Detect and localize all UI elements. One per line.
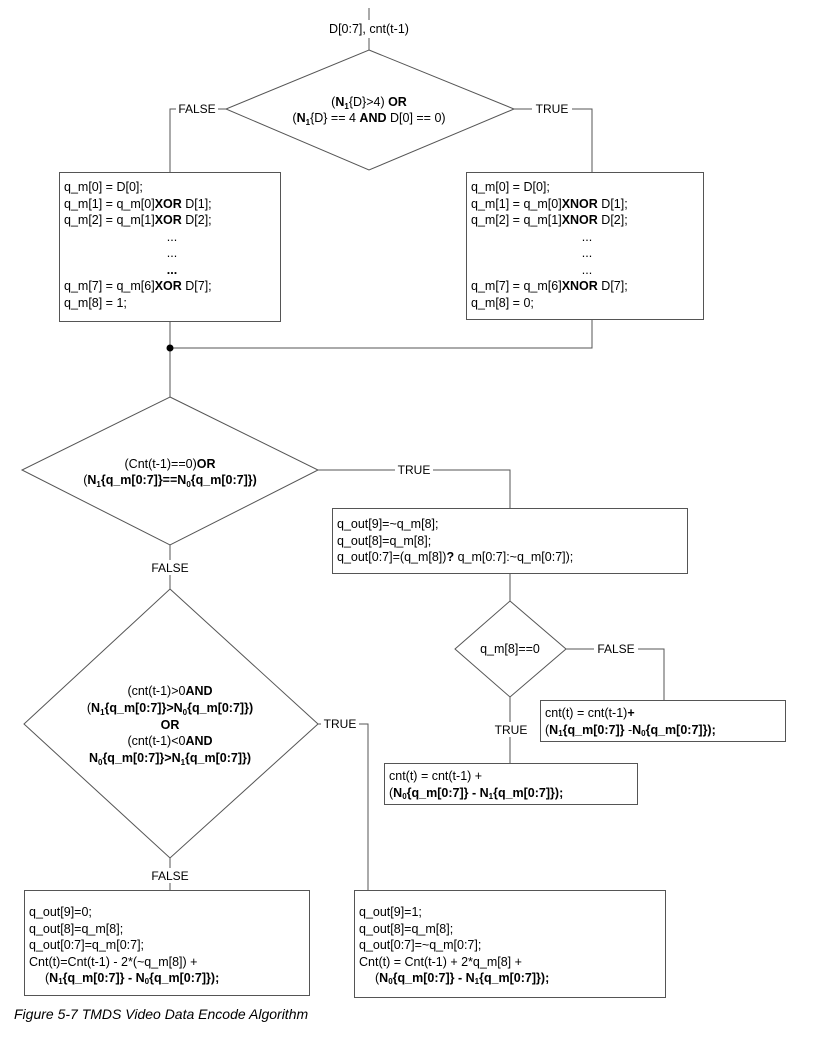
cnt-false-line-2: (N1{q_m[0:7]} -N0{q_m[0:7]}); <box>545 722 716 738</box>
decision-1-line-1: (N1{D}>4) OR <box>331 95 407 111</box>
invert-line-1: q_out[9]=~q_m[8]; <box>337 517 439 531</box>
decision-1-diamond <box>224 49 516 171</box>
decision-3-diamond <box>454 600 567 698</box>
final-false-box: q_out[9]=0; q_out[8]=q_m[8]; q_out[0:7]=… <box>24 890 310 996</box>
xnor-line-2: q_m[2] = q_m[1]XNOR D[2]; <box>471 213 628 227</box>
decision-4-line-5: N0{q_m[0:7]}>N1{q_m[0:7]}) <box>89 751 251 767</box>
invert-line-2: q_out[8]=q_m[8]; <box>337 533 432 548</box>
final-false-line-2: q_out[8]=q_m[8]; <box>29 921 124 936</box>
xnor-line-1: q_m[1] = q_m[0]XNOR D[1]; <box>471 196 628 211</box>
input-label: D[0:7], cnt(t-1) <box>329 22 409 36</box>
xnor-line-0: q_m[0] = D[0]; <box>471 180 550 194</box>
xor-line-1: q_m[1] = q_m[0]XOR D[1]; <box>64 196 212 211</box>
xor-ellipsis-3: ... <box>166 262 178 277</box>
final-true-box: q_out[9]=1; q_out[8]=q_m[8]; q_out[0:7]=… <box>354 890 666 998</box>
final-true-line-5: (N0{q_m[0:7]} - N1{q_m[0:7]}); <box>375 971 550 986</box>
final-true-line-4: Cnt(t) = Cnt(t-1) + 2*q_m[8] + <box>359 954 522 969</box>
decision-4-line-4: (cnt(t-1)<0AND <box>127 734 212 748</box>
decision-2-true-label: TRUE <box>398 463 431 477</box>
merge-junction-dot <box>166 344 174 352</box>
decision-2-line-2: (N1{q_m[0:7]}==N0{q_m[0:7]}) <box>83 473 257 489</box>
final-true-line-3: q_out[0:7]=~q_m[0:7]; <box>359 938 482 952</box>
decision-4-diamond <box>23 588 319 859</box>
final-false-line-1: q_out[9]=0; <box>29 905 92 919</box>
decision-1-line-2: (N1{D} == 4 AND D[0] == 0) <box>292 111 445 127</box>
xnor-ellipsis-3: ... <box>581 262 593 277</box>
decision-4-line-2: (N1{q_m[0:7]}>N0{q_m[0:7]}) <box>87 701 253 717</box>
cnt-true-line-1: cnt(t) = cnt(t-1) + <box>389 769 483 783</box>
xnor-encode-box: q_m[0] = D[0]; q_m[1] = q_m[0]XNOR D[1];… <box>466 172 704 320</box>
invert-line-3: q_out[0:7]=(q_m[8])? q_m[0:7]:~q_m[0:7])… <box>337 550 574 564</box>
decision-2-line-1: (Cnt(t-1)==0)OR <box>125 457 216 471</box>
xor-line-8: q_m[8] = 1; <box>64 295 127 310</box>
xor-encode-box: q_m[0] = D[0]; q_m[1] = q_m[0]XOR D[1]; … <box>59 172 281 322</box>
decision-4-line-3: OR <box>161 718 180 732</box>
xnor-ellipsis-2: ... <box>581 246 593 260</box>
xor-line-7: q_m[7] = q_m[6]XOR D[7]; <box>64 279 212 293</box>
decision-3-true-label: TRUE <box>495 723 528 737</box>
decision-4-true-label: TRUE <box>324 717 357 731</box>
figure-caption: Figure 5-7 TMDS Video Data Encode Algori… <box>14 1006 309 1022</box>
xor-ellipsis-2: ... <box>166 246 178 260</box>
xor-ellipsis-1: ... <box>166 229 178 244</box>
xor-line-0: q_m[0] = D[0]; <box>64 180 143 194</box>
cnt-update-true-box: cnt(t) = cnt(t-1) + (N0{q_m[0:7]} - N1{q… <box>384 763 638 805</box>
decision-3-false-label: FALSE <box>597 642 634 656</box>
cnt-true-line-2: (N0{q_m[0:7]} - N1{q_m[0:7]}); <box>389 785 564 801</box>
cnt-false-line-1: cnt(t) = cnt(t-1)+ <box>545 706 635 720</box>
decision-1-true-label: TRUE <box>536 102 569 116</box>
final-true-line-2: q_out[8]=q_m[8]; <box>359 921 454 936</box>
xor-line-2: q_m[2] = q_m[1]XOR D[2]; <box>64 213 212 227</box>
xnor-line-8: q_m[8] = 0; <box>471 295 534 310</box>
decision-3-text: q_m[8]==0 <box>480 642 540 656</box>
final-false-line-5: (N1{q_m[0:7]} - N0{q_m[0:7]}); <box>45 971 220 986</box>
cnt-update-false-box: cnt(t) = cnt(t-1)+ (N1{q_m[0:7]} -N0{q_m… <box>540 700 786 742</box>
final-true-line-1: q_out[9]=1; <box>359 905 422 919</box>
decision-4-line-1: (cnt(t-1)>0AND <box>127 684 212 698</box>
xnor-ellipsis-1: ... <box>581 229 593 244</box>
final-false-line-4: Cnt(t)=Cnt(t-1) - 2*(~q_m[8]) + <box>29 954 198 969</box>
xnor-line-7: q_m[7] = q_m[6]XNOR D[7]; <box>471 279 628 293</box>
invert-output-box: q_out[9]=~q_m[8]; q_out[8]=q_m[8]; q_out… <box>332 508 688 574</box>
decision-2-false-label: FALSE <box>151 561 188 575</box>
final-false-line-3: q_out[0:7]=q_m[0:7]; <box>29 938 145 952</box>
decision-1-false-label: FALSE <box>178 102 215 116</box>
decision-2-diamond <box>20 396 320 546</box>
decision-4-false-label: FALSE <box>151 869 188 883</box>
